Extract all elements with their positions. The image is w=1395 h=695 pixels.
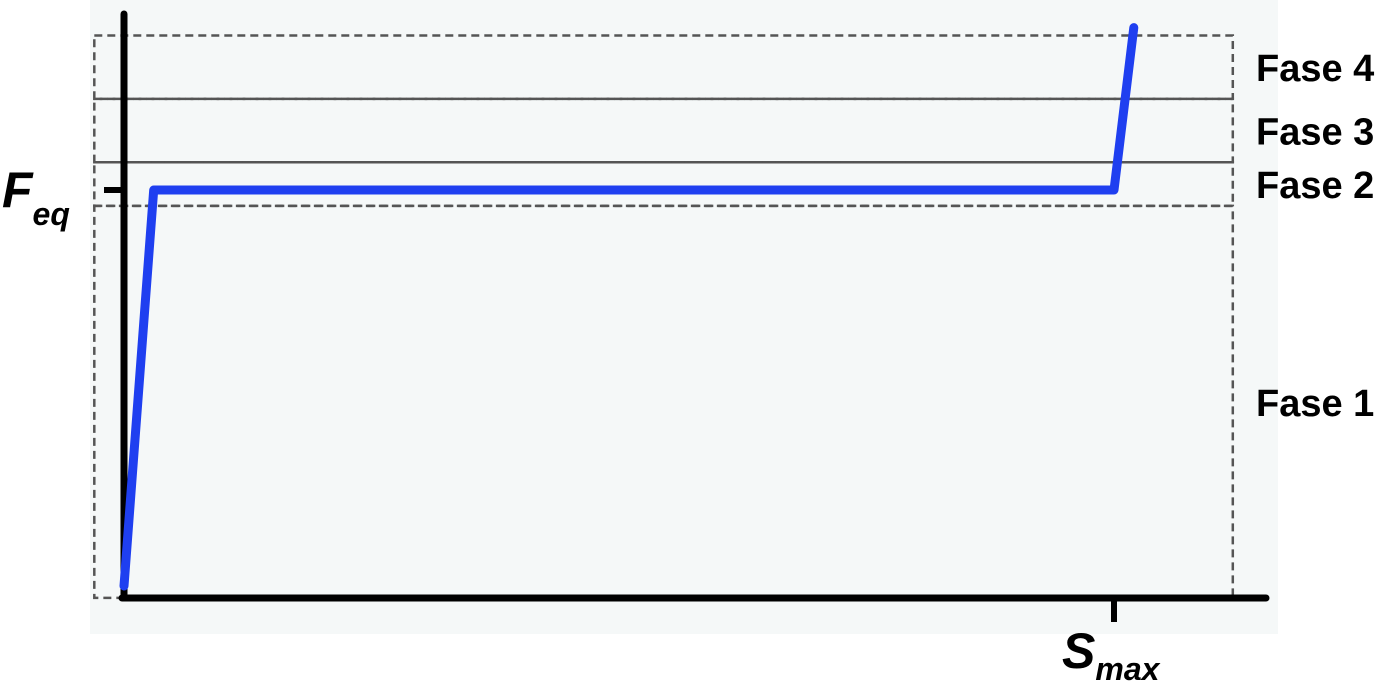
- phase-box-2: [93, 161, 1235, 208]
- axes: [118, 10, 1270, 602]
- phase-label-4: Fase 4: [1256, 48, 1374, 90]
- phase-label-1: Fase 1: [1256, 383, 1374, 425]
- ticks: [104, 187, 1117, 622]
- phase-label-3: Fase 3: [1256, 112, 1374, 154]
- series-line-1: [119, 23, 1139, 591]
- x-tick-label: Smax: [1062, 623, 1161, 687]
- plot-background: [90, 0, 1278, 634]
- series: [119, 23, 1139, 591]
- phase-labels: Fase 1 Fase 2 Fase 3 Fase 4: [1256, 48, 1374, 425]
- phase-boxes: [93, 34, 1235, 600]
- phase-box-1: [93, 204, 1235, 600]
- y-tick-label: Feq: [2, 162, 70, 232]
- phase-label-2: Fase 2: [1256, 165, 1374, 207]
- phase-box-3: [93, 97, 1235, 164]
- phase-box-4: [93, 34, 1235, 101]
